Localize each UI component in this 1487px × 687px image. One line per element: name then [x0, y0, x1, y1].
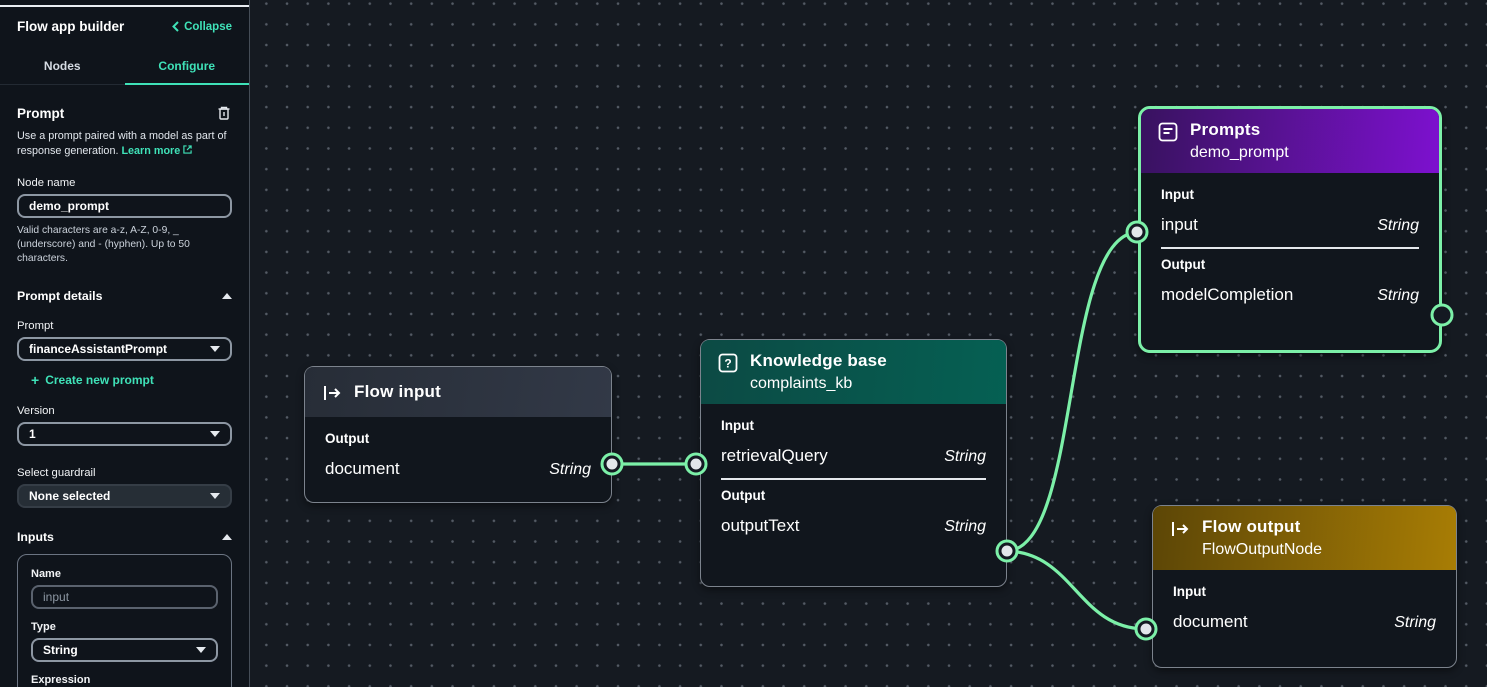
section-label: Output — [1161, 256, 1206, 272]
tab-nodes[interactable]: Nodes — [43, 59, 81, 73]
guardrail-select[interactable]: None selected — [17, 483, 232, 508]
param-row: document String — [325, 459, 591, 479]
inputs-toggle[interactable]: Inputs — [17, 530, 232, 544]
guardrail-select-value: None selected — [29, 488, 111, 503]
param-type: String — [944, 517, 986, 535]
prompt-select[interactable]: financeAssistantPrompt — [17, 336, 232, 361]
param-type: String — [549, 461, 591, 478]
flow-builder-sidebar: Flow app builder Collapse Nodes Configur… — [0, 0, 250, 687]
section-label: Input — [1161, 187, 1194, 202]
flow-output-icon — [1172, 522, 1189, 536]
learn-more-link[interactable]: Learn more — [121, 145, 192, 157]
section-label: Output — [325, 431, 370, 446]
edge-kb-to-prompts[interactable] — [1005, 230, 1139, 553]
prompt-select-value: financeAssistantPrompt — [29, 341, 168, 356]
panel-description: Use a prompt paired with a model as part… — [17, 130, 227, 158]
chevron-down-icon — [210, 430, 220, 437]
external-link-icon — [183, 145, 192, 155]
panel-heading: Prompt — [17, 105, 65, 121]
input-type-select[interactable]: String — [31, 637, 218, 662]
collapse-label: Collapse — [184, 20, 232, 33]
chevron-left-icon — [172, 21, 179, 32]
sidebar-top-divider — [0, 0, 249, 7]
version-select[interactable]: 1 — [17, 421, 232, 446]
node-name-label: Node name — [17, 176, 76, 189]
param-type: String — [1377, 217, 1419, 234]
guardrail-label: Select guardrail — [17, 466, 96, 479]
input-definition-card: Name Type String Expression — [17, 553, 232, 687]
node-title: Flow input — [354, 382, 441, 401]
param-type: String — [1377, 286, 1419, 304]
port-prompts-input-input[interactable] — [1125, 220, 1149, 244]
collapse-button[interactable]: Collapse — [172, 21, 232, 33]
knowledge-base-icon: ? — [718, 353, 738, 373]
node-flow-input[interactable]: Flow input Output document String — [304, 366, 612, 503]
param-row: retrievalQuery String — [721, 446, 986, 466]
param-row: outputText String — [721, 516, 986, 536]
trash-icon[interactable] — [216, 105, 232, 121]
param-type: String — [944, 448, 986, 465]
node-name-input[interactable] — [17, 193, 232, 218]
tab-configure[interactable]: Configure — [124, 50, 250, 85]
node-prompts[interactable]: Prompts demo_prompt Input input String O… — [1138, 106, 1442, 353]
param-name: outputText — [721, 515, 800, 535]
expression-label: Expression — [31, 673, 91, 686]
node-title: Flow output — [1202, 517, 1301, 536]
input-name-label: Name — [31, 567, 61, 580]
param-type: String — [1394, 614, 1436, 631]
param-row: input String — [1161, 215, 1419, 235]
port-kb-input-retrievalquery[interactable] — [684, 452, 708, 476]
node-subtitle: demo_prompt — [1190, 144, 1289, 161]
sidebar-tabs: Nodes Configure — [0, 50, 249, 85]
collapse-caret-icon — [222, 292, 232, 299]
inputs-label: Inputs — [17, 529, 54, 544]
port-flowinput-output-document[interactable] — [600, 452, 624, 476]
chevron-down-icon — [210, 492, 220, 499]
version-select-value: 1 — [29, 426, 36, 441]
section-label: Output — [721, 487, 766, 503]
port-flowoutput-input-document[interactable] — [1134, 617, 1158, 641]
input-type-value: String — [43, 642, 78, 657]
chevron-down-icon — [196, 646, 206, 653]
node-subtitle: FlowOutputNode — [1202, 541, 1323, 558]
prompt-select-label: Prompt — [17, 319, 54, 332]
prompt-icon — [1158, 122, 1178, 142]
sidebar-title: Flow app builder — [17, 19, 125, 34]
node-knowledge-base[interactable]: ? Knowledge base complaints_kb Input ret… — [700, 339, 1007, 587]
param-name: document — [325, 459, 400, 478]
param-name: document — [1173, 612, 1248, 631]
section-divider — [1161, 247, 1419, 249]
edge-kb-to-flowoutput[interactable] — [1005, 549, 1148, 631]
section-label: Input — [721, 418, 754, 433]
prompt-details-toggle[interactable]: Prompt details — [17, 289, 232, 303]
node-subtitle: complaints_kb — [750, 375, 853, 392]
create-new-prompt-label: Create new prompt — [45, 372, 154, 387]
prompt-details-label: Prompt details — [17, 288, 103, 303]
node-name-help: Valid characters are a-z, A-Z, 0-9, _ (u… — [17, 224, 190, 265]
collapse-caret-icon — [222, 533, 232, 540]
input-name-field[interactable] — [31, 584, 218, 609]
flow-canvas[interactable]: Flow input Output document String ? Know… — [250, 0, 1487, 687]
node-flow-output[interactable]: Flow output FlowOutputNode Input documen… — [1152, 505, 1457, 668]
param-name: input — [1161, 215, 1198, 234]
port-kb-output-outputtext[interactable] — [995, 539, 1019, 563]
create-new-prompt-button[interactable]: + Create new prompt — [31, 372, 232, 388]
section-divider — [721, 478, 986, 480]
param-name: retrievalQuery — [721, 446, 828, 465]
param-row: modelCompletion String — [1161, 285, 1419, 305]
node-title: Prompts — [1190, 120, 1261, 139]
svg-text:?: ? — [724, 357, 731, 371]
input-type-label: Type — [31, 620, 56, 633]
node-title: Knowledge base — [750, 351, 887, 370]
param-name: modelCompletion — [1161, 284, 1294, 304]
port-prompts-output-modelcompletion[interactable] — [1430, 303, 1454, 327]
version-label: Version — [17, 404, 55, 417]
plus-icon: + — [31, 371, 40, 388]
flow-input-icon — [324, 385, 341, 400]
section-label: Input — [1173, 584, 1206, 599]
chevron-down-icon — [210, 345, 220, 352]
param-row: document String — [1173, 612, 1436, 632]
